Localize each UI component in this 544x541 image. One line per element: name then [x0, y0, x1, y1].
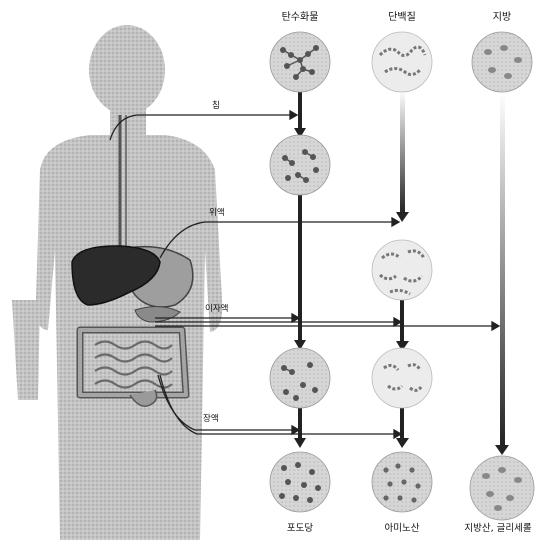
carb-title: 탄수화물 [282, 8, 319, 23]
carb-circle-3 [270, 348, 330, 408]
pancreatic-label: 이자액 [205, 302, 228, 314]
pancreatic-line [155, 314, 499, 330]
carb-circle-2 [270, 135, 330, 195]
protein-circle-3 [372, 348, 432, 408]
carb-circle-1 [270, 32, 330, 92]
protein-title: 단백질 [388, 8, 416, 23]
saliva-label: 침 [212, 99, 220, 111]
fatty-acid-label: 지방산, 글리세롤 [464, 520, 531, 534]
amino-acid-label: 아미노산 [385, 520, 420, 534]
gastric-label: 위액 [209, 206, 225, 218]
intestinal-label: 장액 [203, 412, 219, 424]
protein-circle-1 [372, 32, 432, 92]
fat-title: 지방 [493, 8, 511, 23]
carb-circle-4 [270, 452, 330, 512]
fat-pathway [495, 92, 509, 455]
protein-circle-2 [372, 240, 432, 300]
fat-circle-2 [470, 456, 534, 520]
fat-circle-1 [472, 32, 532, 92]
glucose-label: 포도당 [287, 520, 313, 534]
protein-circle-4 [372, 452, 432, 512]
